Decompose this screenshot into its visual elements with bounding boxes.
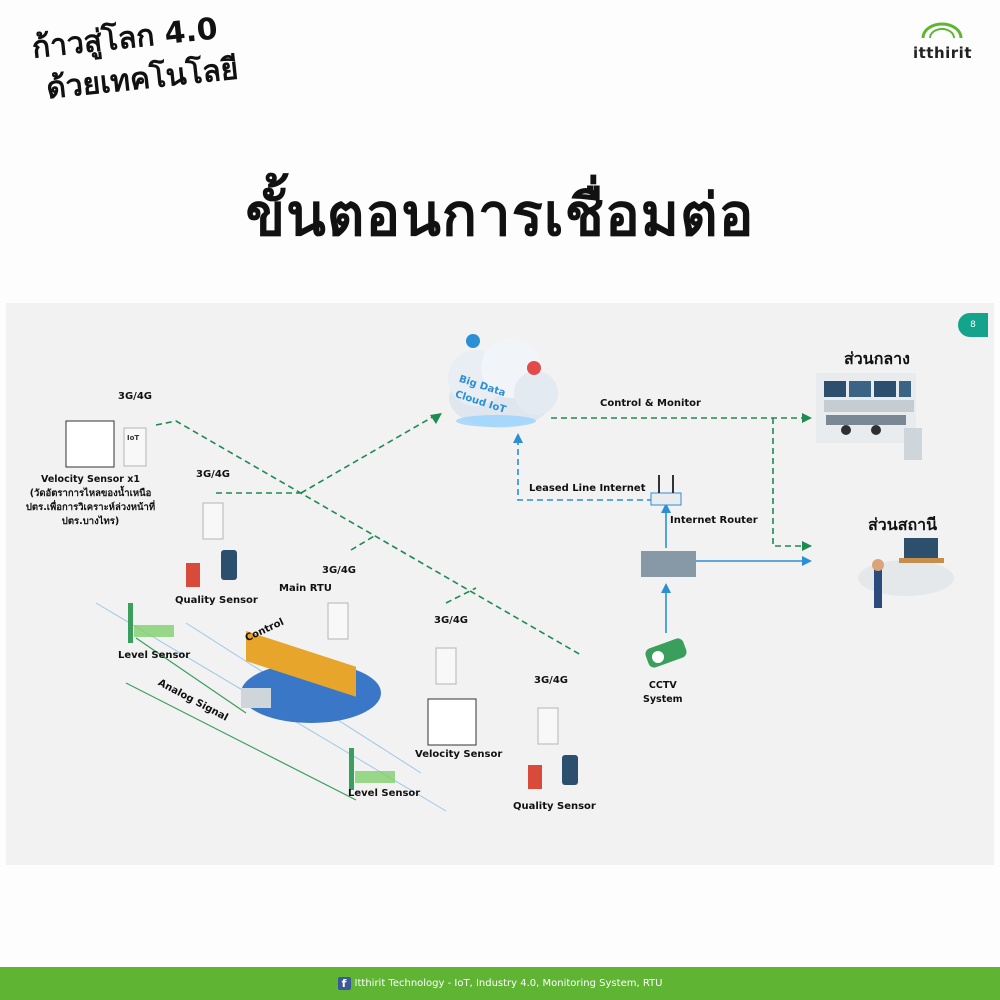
arrow-cctv-up <box>661 583 671 593</box>
logo-text: itthirit <box>912 44 972 62</box>
link-station <box>772 418 811 547</box>
leased-line-label: Leased Line Internet <box>529 483 646 494</box>
dam-gate-icon <box>241 630 381 723</box>
net-label-3: 3G/4G <box>322 565 356 576</box>
center-label: ส่วนกลาง <box>844 349 910 368</box>
cctv-label-line-1: CCTV <box>648 680 677 691</box>
quality-sensor-label-1: Quality Sensor <box>175 595 258 606</box>
itthirit-logo: itthirit <box>913 22 972 62</box>
link-to-cloud <box>300 414 437 494</box>
network-switch-icon <box>641 551 696 577</box>
page-number-badge: 8 <box>958 313 988 337</box>
control-room-icon <box>816 373 922 460</box>
iot-devices <box>123 427 559 745</box>
iot-tag: IoT <box>127 434 140 442</box>
velocity-sensor-box-2 <box>427 698 477 746</box>
arrow-router-up <box>661 503 671 513</box>
quality-sensor-icon-2 <box>528 755 578 789</box>
station-operator-icon <box>858 538 954 608</box>
arrow-center <box>802 413 812 423</box>
iot-device-4 <box>537 707 559 745</box>
cctv-label-line-2: System <box>643 694 683 705</box>
analog-line-green <box>125 682 357 801</box>
net-label-4: 3G/4G <box>434 615 468 626</box>
link-main-rtu <box>350 534 377 551</box>
cctv-camera-icon <box>645 638 687 668</box>
net-label-5: 3G/4G <box>534 675 568 686</box>
link-velocity-2 <box>445 587 477 604</box>
level-sensor-icon-2 <box>349 748 354 790</box>
station-label: ส่วนสถานี <box>868 515 938 534</box>
leased-line-path <box>517 439 651 501</box>
arrow-station-dash <box>802 541 812 551</box>
velocity-sensor-x1-title: Velocity Sensor x1 <box>41 474 140 485</box>
velocity-desc-2: ปตร.เพื่อการวิเคราะห์ล่วงหน้าที่ <box>25 502 156 513</box>
arrow-to-cloud <box>430 413 442 424</box>
velocity-desc-3: ปตร.บางไทร) <box>61 516 120 527</box>
blue-links <box>517 439 806 633</box>
iot-device-3 <box>435 647 457 685</box>
page-title: ขั้นตอนการเชื่อมต่อ <box>245 181 755 249</box>
connection-diagram: 8 <box>6 303 994 865</box>
quality-sensor-icon-1 <box>186 550 237 587</box>
net-label-1: 3G/4G <box>118 391 152 402</box>
link-velocity-main <box>155 420 582 656</box>
velocity-sensor-box-1 <box>65 420 115 468</box>
velocity-desc-1: (วัดอัตราการไหลของน้ำเหนือ <box>29 488 152 499</box>
logo-arc-icon <box>921 22 963 39</box>
control-monitor-label: Control & Monitor <box>600 398 701 409</box>
iot-device-2 <box>202 502 224 540</box>
cloud-icon <box>448 334 558 428</box>
arrow-leased-up <box>513 433 523 443</box>
level-sensor-label-2: Level Sensor <box>348 788 421 799</box>
level-sensor-icon-1 <box>128 603 133 643</box>
level-sensor-label-1: Level Sensor <box>118 650 191 661</box>
internet-router-label: Internet Router <box>670 515 758 526</box>
main-rtu-label: Main RTU <box>279 583 332 594</box>
arrow-station-blue <box>802 556 812 566</box>
iot-device-1 <box>123 427 147 467</box>
cctv-label: CCTV System <box>643 679 683 707</box>
facebook-icon: f <box>337 977 351 990</box>
network-links <box>155 414 811 656</box>
footer-bar: f Itthirit Technology - IoT, Industry 4.… <box>0 967 1000 1000</box>
velocity-sensor-label-2: Velocity Sensor <box>415 749 503 760</box>
diagram-graphics <box>65 334 954 812</box>
iot-device-main <box>327 602 349 640</box>
router-icon <box>650 492 682 506</box>
net-label-2: 3G/4G <box>196 469 230 480</box>
footer-text: Itthirit Technology - IoT, Industry 4.0,… <box>354 978 663 989</box>
quality-sensor-label-2: Quality Sensor <box>513 801 596 812</box>
velocity-sensor-x1-label: Velocity Sensor x1 (วัดอัตราการไหลของน้ำ… <box>18 473 163 529</box>
analog-line-green-2 <box>135 637 247 714</box>
slogan: ก้าวสู่โลก 4.0 ด้วยเทคโนโลยี <box>30 7 240 112</box>
